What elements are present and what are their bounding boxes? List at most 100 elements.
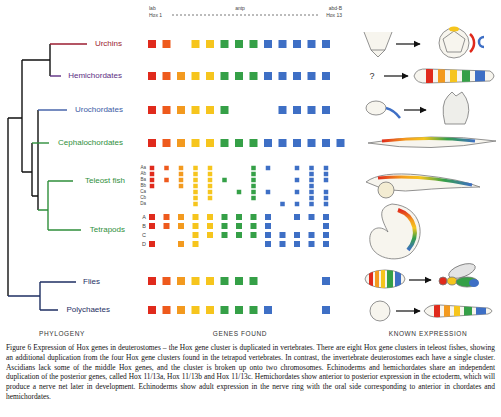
hox-gene-square: [308, 72, 316, 80]
hox-gene-square: [265, 232, 271, 238]
expression-band: [449, 27, 459, 32]
hox-gene-square: [177, 277, 185, 285]
hox-gene-square: [264, 72, 272, 80]
expression-band: [398, 210, 415, 250]
hox-gene-square: [179, 184, 184, 189]
mouse-embryo: [370, 204, 420, 259]
hox-gene-square: [177, 139, 185, 147]
hox-gene-square: [324, 178, 329, 183]
hox-gene-square: [294, 214, 300, 220]
expression-band: [464, 300, 472, 322]
hox-gene-square: [250, 72, 258, 80]
hox-gene-square: [193, 190, 198, 195]
hox-gene-square: [163, 106, 171, 114]
figure-caption: Figure 6 Expression of Hox genes in deut…: [6, 343, 495, 402]
hox-gene-square: [207, 214, 213, 220]
hox-gene-square: [148, 139, 156, 147]
hox-gene-square: [192, 106, 200, 114]
hox-gene-square: [293, 139, 301, 147]
hox-gene-square: [251, 196, 256, 201]
arrow: [396, 43, 420, 44]
hox-gene-square: [293, 40, 301, 48]
arrow: [404, 109, 426, 110]
hox-gene-square: [293, 72, 301, 80]
cluster-label: Bb: [140, 184, 146, 189]
expression-band: [387, 268, 393, 290]
hox-gene-square: [149, 241, 155, 247]
fly-thorax: [447, 277, 457, 285]
question-mark: ?: [369, 72, 374, 81]
tree-branch: [50, 43, 87, 44]
hox-gene-square: [177, 72, 185, 80]
hox-gene-square: [294, 241, 300, 247]
hox-gene-square: [294, 232, 300, 238]
hox-gene-square: [177, 106, 185, 114]
hox-gene-square: [265, 214, 271, 220]
hox-gene-square: [337, 139, 345, 147]
hox-gene-square: [221, 40, 229, 48]
expression-bands: [369, 268, 401, 290]
tree-branch: [32, 142, 49, 143]
hox-gene-square: [251, 223, 257, 229]
hox-gene-square: [208, 196, 213, 201]
hox-gene-square: [280, 232, 286, 238]
expression-band: [434, 300, 440, 322]
expression-band: [470, 34, 474, 52]
fly-head: [439, 277, 447, 285]
hox-gene-square: [178, 214, 184, 220]
hox-gene-square: [322, 139, 330, 147]
hox-gene-square: [164, 223, 170, 229]
hox-gene-square: [322, 40, 330, 48]
hox-gene-square: [193, 166, 198, 171]
hox-gene-square: [149, 223, 155, 229]
hox-gene-square: [221, 106, 229, 114]
expression-band: [381, 268, 385, 290]
column-header: PHYLOGENY: [39, 331, 85, 338]
hox-gene-square: [163, 139, 171, 147]
hox-gene-square: [150, 172, 155, 177]
expression-band: [378, 177, 472, 185]
hox-gene-square: [193, 184, 198, 189]
gene-squares: [148, 40, 345, 314]
hox-gene-square: [279, 106, 287, 114]
hox-gene-square: [208, 172, 213, 177]
hox-gene-square: [323, 223, 329, 229]
hox-gene-square: [207, 223, 213, 229]
column-header: KNOWN EXPRESSION: [389, 331, 468, 338]
hox-gene-square: [251, 214, 257, 220]
hox-gene-square: [251, 184, 256, 189]
hox-gene-square: [324, 172, 329, 177]
hox-gene-square: [235, 306, 243, 314]
expression-band: [438, 66, 445, 86]
taxon-label: Tetrapods: [90, 226, 125, 234]
expression-band: [444, 300, 450, 322]
expression-band: [375, 268, 379, 290]
hox-gene-square: [193, 196, 198, 201]
hox-gene-square: [323, 232, 329, 238]
hox-gene-square: [293, 106, 301, 114]
hox-gene-square: [163, 40, 171, 48]
hox-gene-square: [295, 166, 300, 171]
expression-bands: [434, 300, 486, 322]
hox-gene-square: [163, 306, 171, 314]
hox-gene-square: [324, 166, 329, 171]
phylogeny-tree: [8, 44, 87, 310]
tree-branch: [8, 282, 76, 310]
hox-gene-square: [280, 202, 285, 207]
expression-band: [382, 139, 475, 142]
expression-band: [395, 268, 401, 290]
hox-gene-square: [251, 172, 256, 177]
amphioxus-body: [368, 137, 496, 148]
cluster-label: A: [142, 215, 146, 221]
taxon-label: Polychaetes: [66, 306, 110, 314]
gene-header: abd-B: [329, 6, 342, 11]
expression-illustrations: [364, 27, 496, 323]
hox-gene-square: [250, 40, 258, 48]
fly-abdomen: [456, 277, 478, 287]
hox-gene-square: [309, 232, 315, 238]
cluster-label: Ab: [140, 172, 146, 177]
hox-gene-square: [309, 214, 315, 220]
hox-gene-square: [208, 166, 213, 171]
hox-gene-square: [178, 223, 184, 229]
hox-gene-square: [251, 232, 257, 238]
